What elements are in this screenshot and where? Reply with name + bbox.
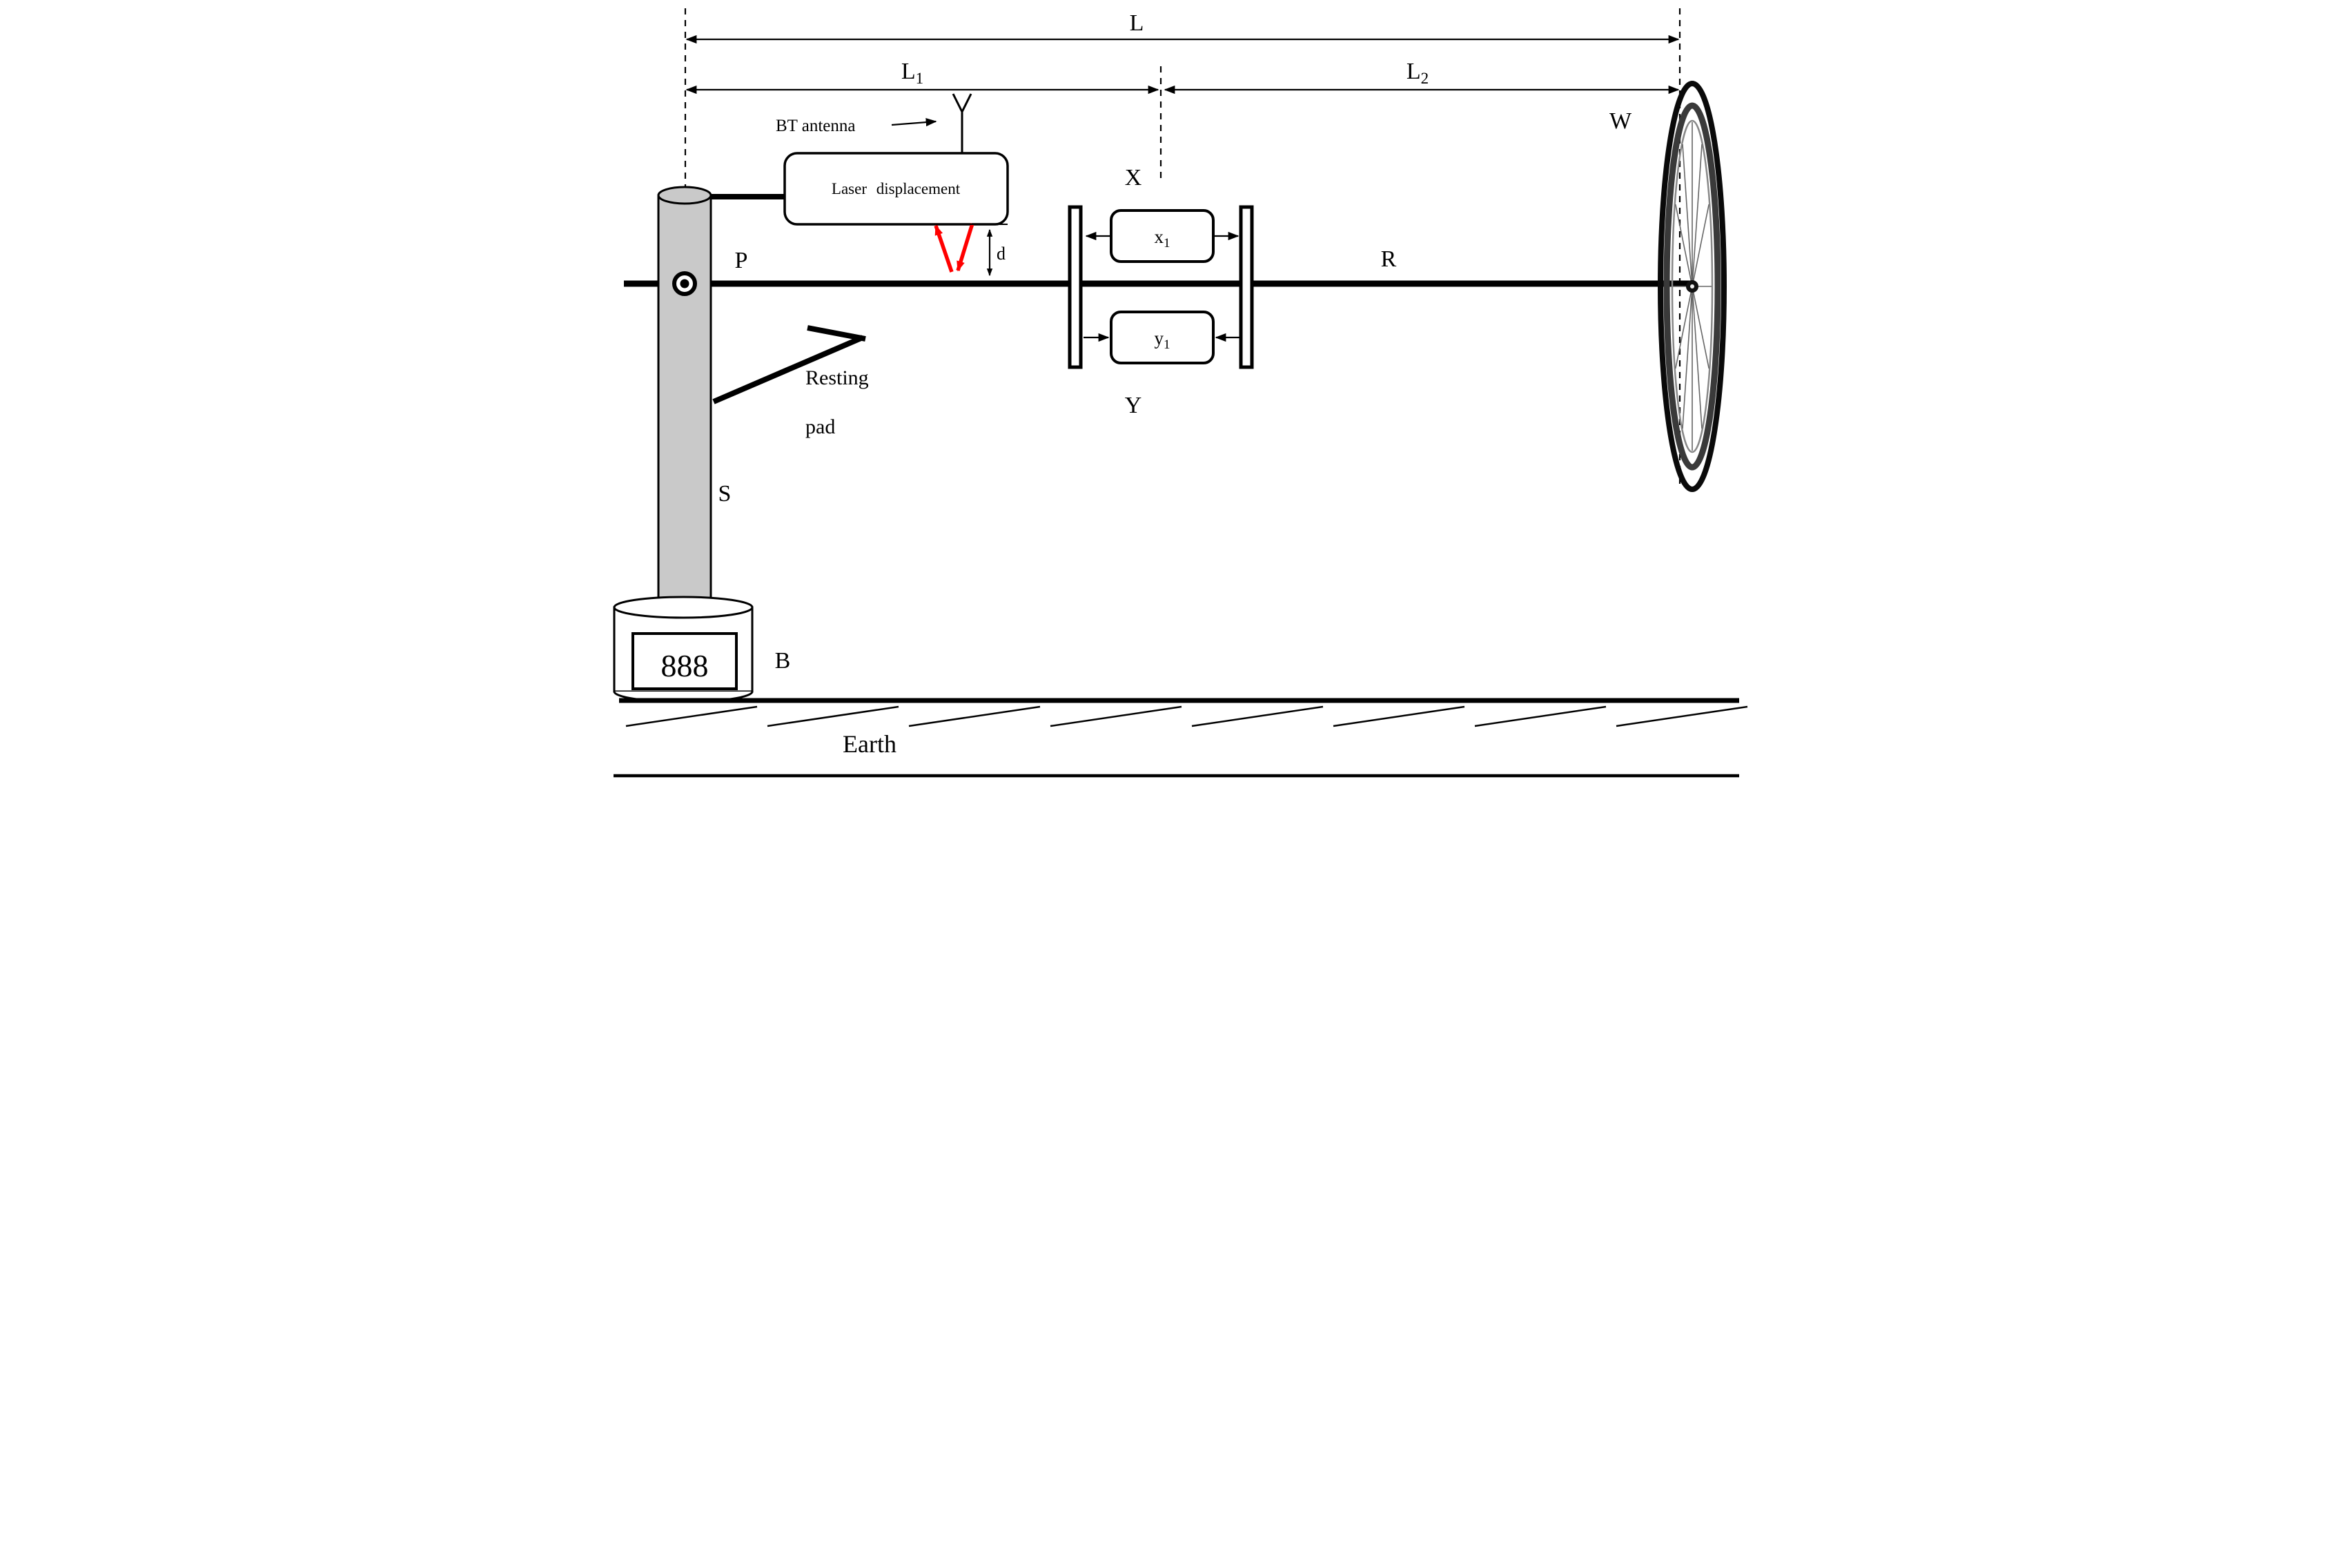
hatch-line: [625, 705, 758, 727]
resting-pad-label-line2: pad: [805, 415, 835, 438]
stand: S: [657, 186, 732, 614]
resting-pad-arm: [712, 335, 864, 404]
dimension-label-L2: L2: [1407, 59, 1429, 87]
wheel-spoke: [1682, 144, 1693, 287]
dimension-label-L: L: [1130, 10, 1144, 36]
wheel-rim-inner: [1671, 119, 1714, 453]
resting-pad: Resting pad: [712, 325, 869, 438]
base-label-B: B: [775, 648, 791, 674]
bt-antenna-label: BT antenna: [776, 117, 855, 135]
hatch-line: [908, 705, 1041, 727]
wheel: W: [1609, 81, 1727, 492]
hatch-line: [1333, 705, 1465, 727]
base-display-frame: [631, 632, 738, 690]
wheel-spoke: [1675, 286, 1693, 369]
antenna-arm-left: [952, 93, 963, 112]
earth-label: Earth: [843, 730, 896, 758]
wheel-spoke: [1682, 286, 1693, 429]
hatch-line: [767, 705, 899, 727]
base-unit: 888 B: [613, 596, 791, 703]
y1-label: y1: [1155, 328, 1170, 352]
x1-label: x1: [1155, 226, 1170, 251]
right-plate: [1239, 205, 1254, 369]
wheel-label-W: W: [1609, 108, 1632, 134]
wheel-spoke: [1692, 286, 1709, 369]
dimension-label-d: d: [997, 244, 1006, 264]
resting-pad-tip: [807, 325, 866, 342]
wheel-tire: [1658, 81, 1727, 492]
laser-sensor-box: [783, 152, 1009, 226]
rod-label-R: R: [1381, 246, 1397, 272]
stand-label-S: S: [718, 481, 732, 507]
rod-label-P: P: [735, 248, 748, 273]
hatch-line: [1616, 705, 1748, 727]
base-display-value: 888: [661, 648, 709, 683]
bt-antenna-pointer-arrow: [891, 118, 937, 127]
ground: Earth: [614, 698, 1748, 778]
stand-pole: [657, 194, 712, 614]
laser-sensor-label: Laser displacement: [832, 180, 961, 197]
dimension-L2: L2: [1164, 59, 1680, 95]
hatch-line: [1474, 705, 1607, 727]
pivot-center: [680, 279, 689, 288]
laser-beams: [934, 223, 974, 273]
y1-sensor-box: [1110, 311, 1215, 364]
displacement-measurement-unit: x1 y1 X Y: [1068, 165, 1254, 418]
base-top-curve: [613, 596, 754, 619]
laser-reflected-beam-arrow: [934, 224, 954, 273]
wheel-spoke: [1675, 204, 1693, 287]
dimension-d: d: [966, 224, 1008, 277]
wheel-rim: [1663, 102, 1721, 471]
stand-pole-top: [657, 186, 712, 205]
wheel-hub-center: [1690, 284, 1694, 288]
wheel-spokes: [1673, 122, 1712, 451]
laser-incident-beam-arrow: [956, 223, 974, 272]
antenna-arm-right: [961, 93, 972, 112]
bt-antenna: BT antenna: [776, 93, 972, 153]
hatch-line: [1050, 705, 1182, 727]
left-plate: [1068, 205, 1083, 369]
wheel-spoke: [1692, 204, 1709, 287]
x1-sensor-box: [1110, 209, 1215, 263]
axis-label-X: X: [1125, 165, 1142, 190]
measurement-setup-diagram: L L1 L2 BT antenna Laser displacement d …: [613, 8, 1748, 778]
laser-displacement-sensor: Laser displacement: [711, 152, 1009, 226]
axis-label-Y: Y: [1125, 393, 1142, 418]
wheel-spoke: [1692, 286, 1703, 429]
ground-hatching: [625, 705, 1748, 727]
diagram-canvas: L L1 L2 BT antenna Laser displacement d …: [588, 0, 1764, 784]
wheel-spoke: [1692, 144, 1703, 287]
hatch-line: [1191, 705, 1324, 727]
rod-assembly: P R: [624, 246, 1692, 287]
resting-pad-label-line1: Resting: [805, 366, 869, 389]
reference-lines: [684, 8, 1681, 487]
dimension-label-L1: L1: [901, 59, 923, 87]
dimension-L: L: [685, 10, 1680, 44]
dimension-L1: L1: [685, 59, 1159, 95]
